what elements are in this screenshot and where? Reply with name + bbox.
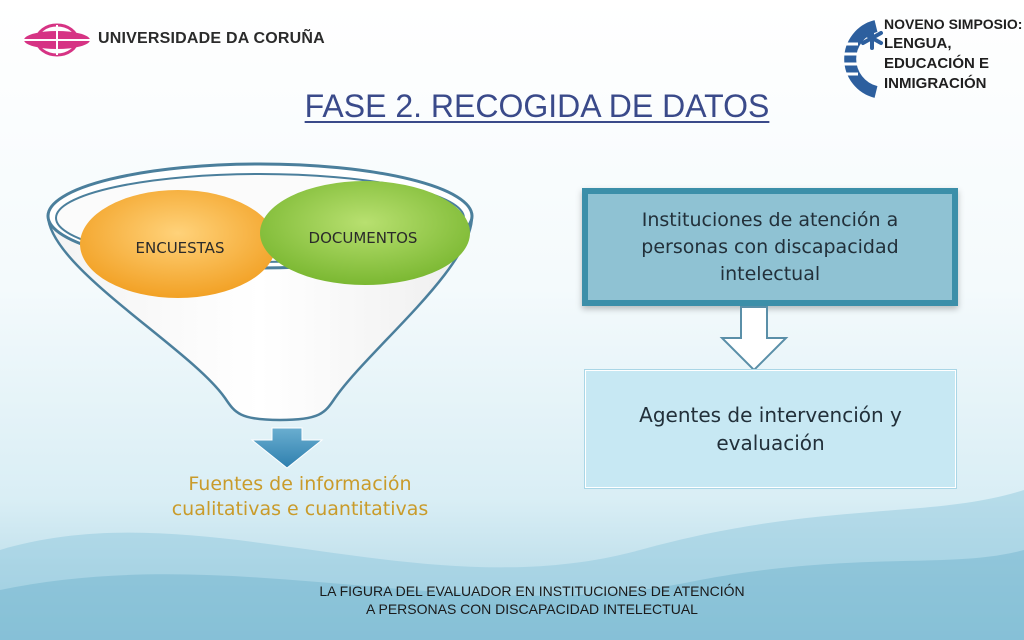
university-logo: UNIVERSIDADE DA CORUÑA [22, 22, 325, 58]
udc-logo-icon [24, 23, 90, 57]
funnel-caption: Fuentes de información cualitativas e cu… [140, 472, 460, 522]
footer-line-1: LA FIGURA DEL EVALUADOR EN INSTITUCIONES… [319, 583, 745, 599]
slide-title: FASE 2. RECOGIDA DE DATOS [304, 88, 770, 124]
institutions-label: Instituciones de atención a personas con… [641, 208, 899, 285]
symposium-line-2: LENGUA, [884, 35, 952, 52]
agents-label: Agentes de intervención y evaluación [639, 403, 902, 455]
university-name: UNIVERSIDADE DA CORUÑA [98, 30, 325, 47]
symposium-line-1: NOVENO SIMPOSIO: [884, 16, 1023, 32]
institutions-box: Instituciones de atención a personas con… [582, 188, 958, 306]
documentos-bubble [260, 181, 470, 285]
funnel-caption-line-2: cualitativas e cuantitativas [171, 498, 429, 520]
symposium-logo: NOVENO SIMPOSIO: LENGUA, EDUCACIÓN E INM… [836, 12, 1022, 98]
hollow-down-arrow-icon [719, 306, 789, 372]
symposium-emblem-icon [840, 20, 883, 98]
symposium-line-3: EDUCACIÓN E [884, 55, 990, 72]
symposium-line-4: INMIGRACIÓN [884, 75, 987, 92]
encuestas-bubble [80, 190, 276, 298]
footer: LA FIGURA DEL EVALUADOR EN INSTITUCIONES… [0, 582, 1024, 618]
encuestas-label: ENCUESTAS [136, 239, 225, 257]
documentos-label: DOCUMENTOS [309, 229, 418, 247]
footer-line-2: A PERSONAS CON DISCAPACIDAD INTELECTUAL [366, 601, 698, 617]
funnel-arrow-icon [250, 427, 324, 469]
funnel-caption-line-1: Fuentes de información [188, 473, 412, 495]
funnel-diagram: ENCUESTAS DOCUMENTOS [46, 162, 474, 469]
agents-box: Agentes de intervención y evaluación [584, 369, 957, 489]
